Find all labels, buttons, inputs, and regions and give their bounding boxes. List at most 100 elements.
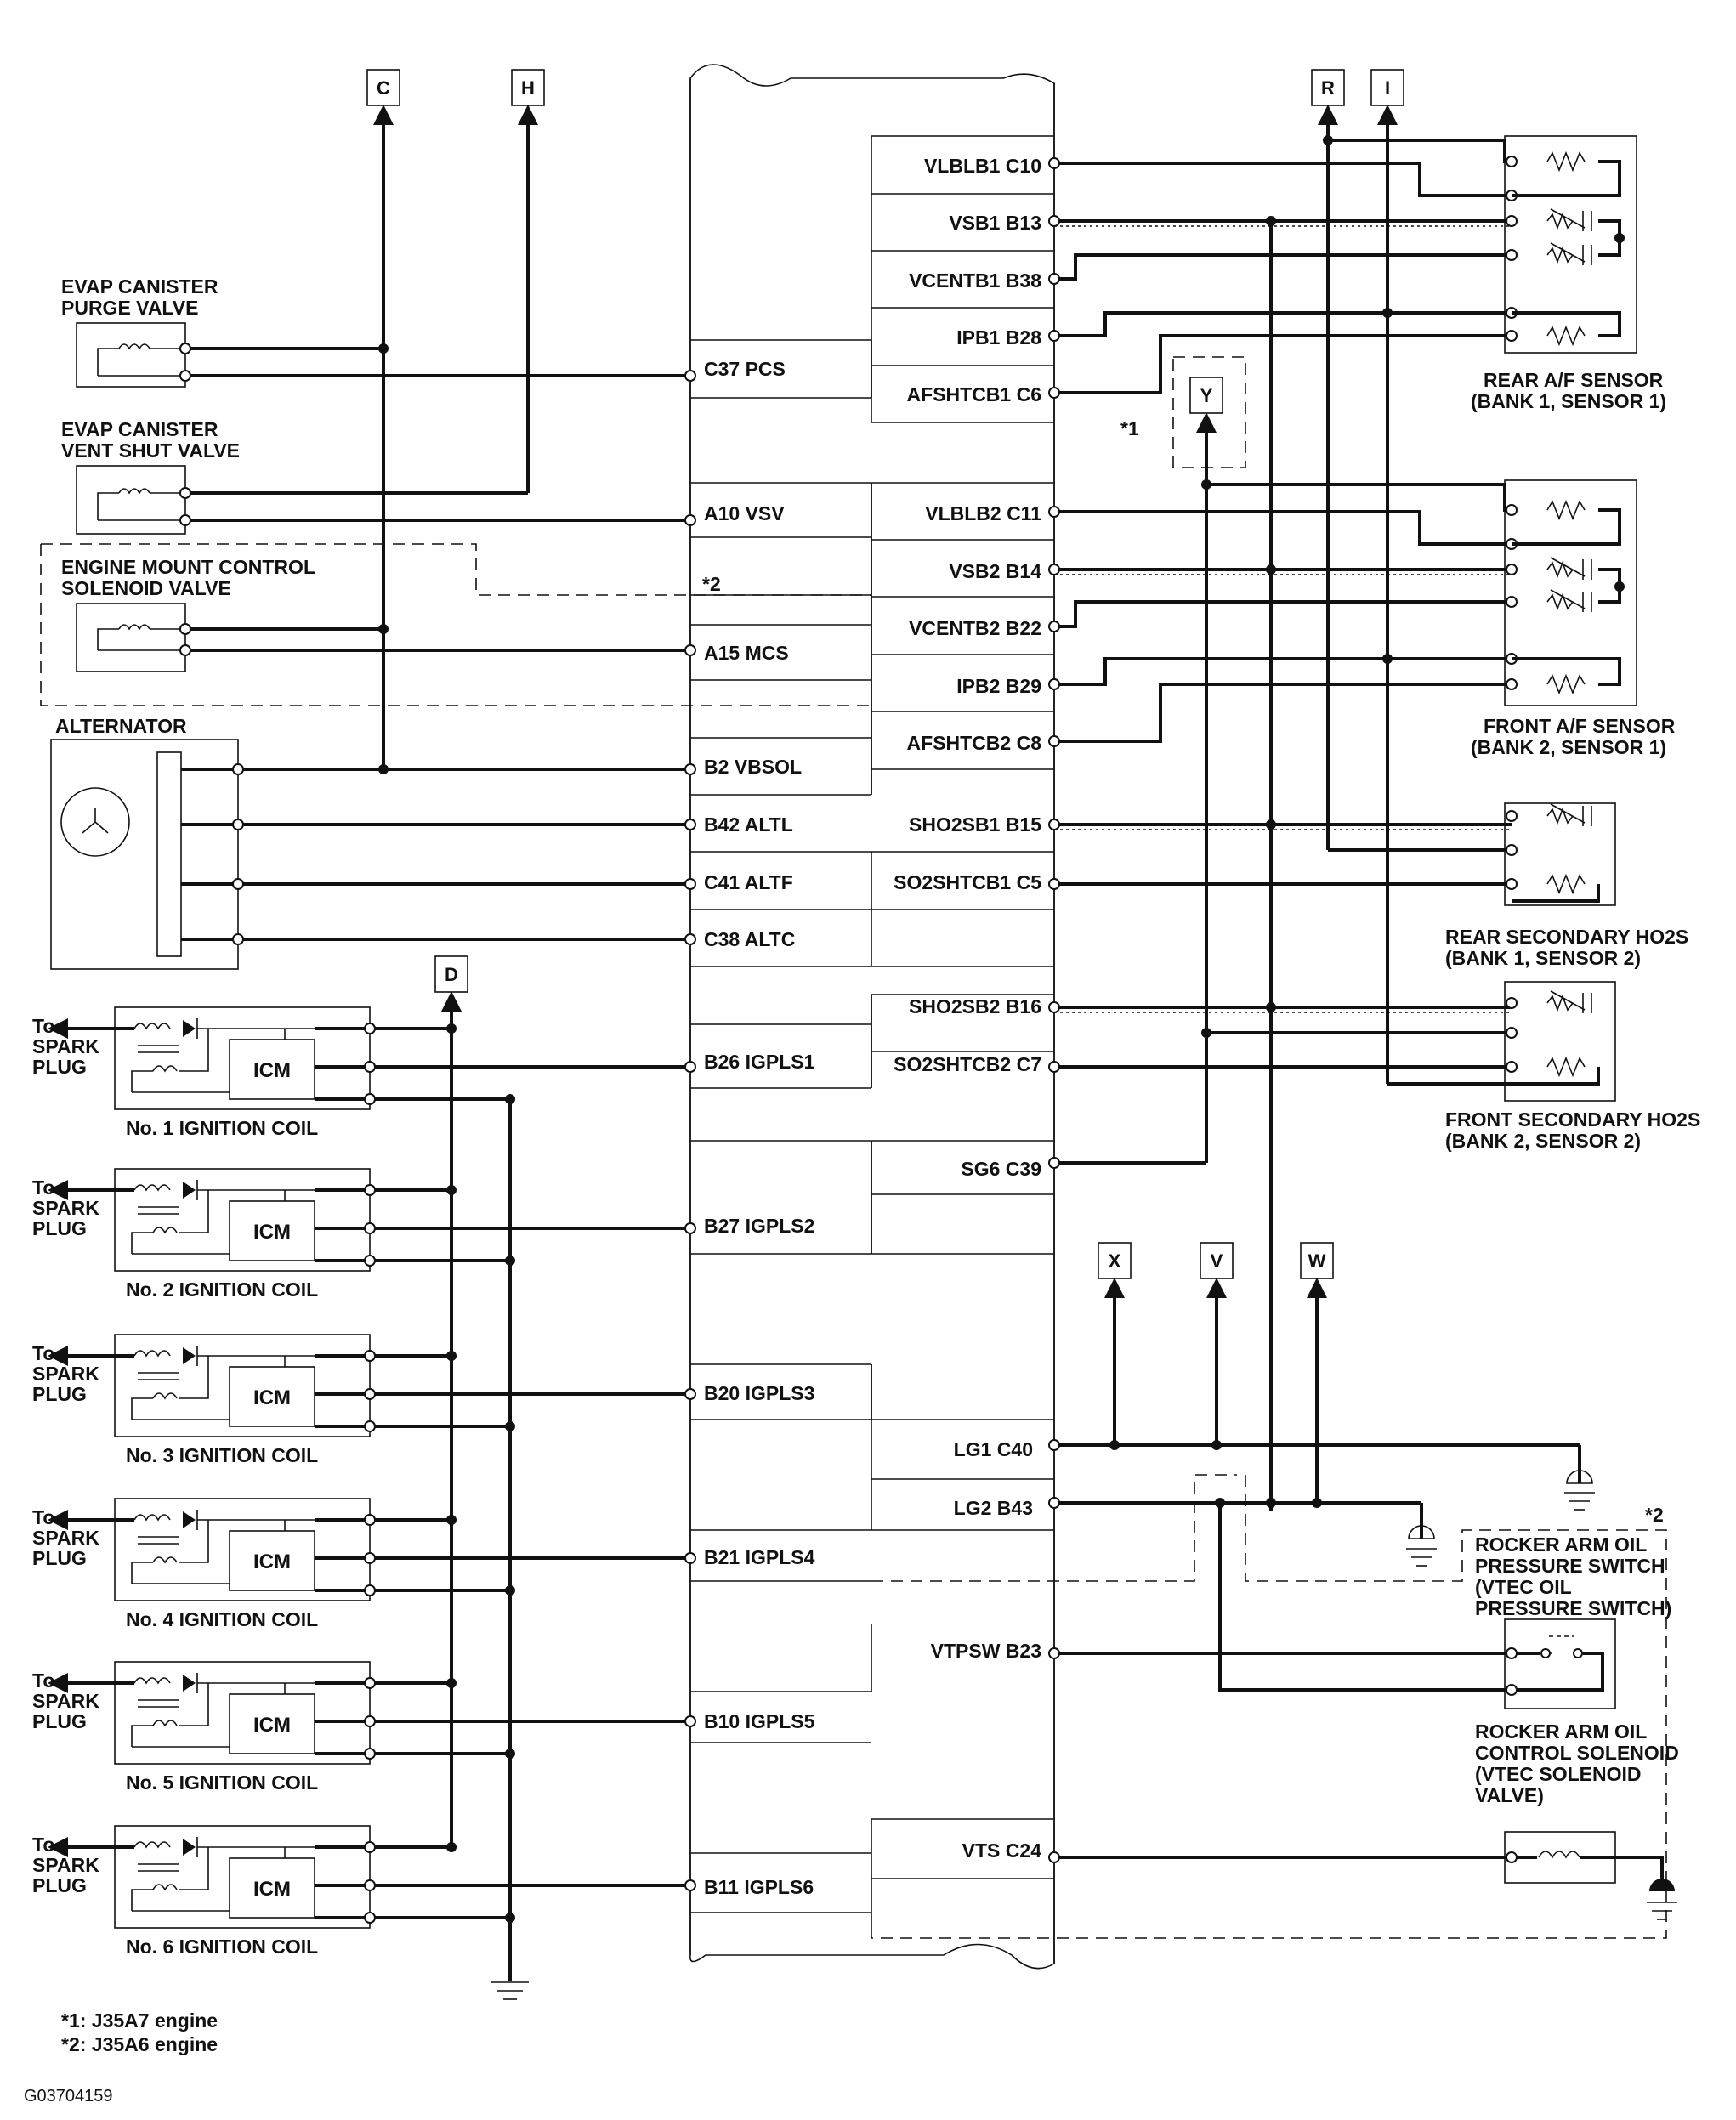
ground-icon (1647, 1879, 1677, 1920)
sensor-cell-icon (1546, 589, 1592, 612)
connector-y: Y *1 (1120, 356, 1246, 468)
alternator-icon (60, 787, 130, 857)
to-spark-plug-label: SPARK (32, 1854, 99, 1876)
pin-c40: LG1 C40 (954, 1438, 1033, 1460)
pin-c7: SO2SHTCB2 C7 (894, 1053, 1041, 1075)
connector-d: D (434, 955, 468, 993)
rear-af-label-2: (BANK 1, SENSOR 1) (1471, 390, 1666, 412)
resistor-icon (1546, 1056, 1586, 1078)
coil-icon (152, 1556, 178, 1564)
coil-icon (133, 1350, 171, 1358)
svg-text:R: R (1321, 77, 1335, 99)
diode-icon (183, 1182, 196, 1199)
coil-icon (152, 1392, 178, 1400)
coil-icon (118, 488, 150, 495)
diode-icon (183, 1020, 196, 1037)
pin-b15: SHO2SB1 B15 (909, 813, 1041, 836)
coil-icon (133, 1023, 171, 1030)
pin-b16: SHO2SB2 B16 (909, 995, 1041, 1017)
to-spark-plug-label: PLUG (32, 1547, 87, 1569)
rear-af-label-1: REAR A/F SENSOR (1484, 369, 1664, 391)
rocker-sol-label-4: VALVE) (1475, 1784, 1544, 1806)
rocker-switch-label-1: ROCKER ARM OIL (1475, 1533, 1647, 1556)
coil-icon (133, 1841, 171, 1849)
coil-icon (133, 1184, 171, 1192)
coil-icon (133, 1514, 171, 1522)
to-spark-plug-label: SPARK (32, 1197, 99, 1219)
resistor-icon (1546, 673, 1586, 695)
to-spark-plug-label: To (32, 1834, 54, 1856)
coil-icon (118, 343, 150, 350)
coil-icon (152, 1720, 178, 1727)
connector-v: V (1200, 1242, 1234, 1279)
evap-vent-label-2: VENT SHUT VALVE (61, 439, 240, 462)
mount-label-1: ENGINE MOUNT CONTROL (61, 556, 315, 578)
to-spark-plug-label: To (32, 1506, 54, 1528)
sensor-cell-icon (1546, 242, 1592, 265)
diode-icon (183, 1347, 196, 1364)
star2-marker-mount: *2 (702, 573, 721, 595)
coil-icon (152, 1884, 178, 1891)
coil-label: No. 1 IGNITION COIL (126, 1117, 318, 1139)
pin-b38: VCENTB1 B38 (909, 269, 1041, 292)
coil-label: No. 2 IGNITION COIL (126, 1278, 318, 1301)
evap-vent-label-1: EVAP CANISTER (61, 418, 218, 440)
left-pin-labels: C37 PCS A10 VSV A15 MCS B2 VBSOL B42 ALT… (704, 358, 815, 1898)
pin-a10: A10 VSV (704, 502, 785, 524)
icm-label: ICM (253, 1878, 291, 1901)
coil-icon (133, 1677, 171, 1685)
rocker-sol-label-1: ROCKER ARM OIL (1475, 1720, 1647, 1743)
pin-c10: VLBLB1 C10 (924, 155, 1041, 177)
alternator: ALTERNATOR (50, 715, 239, 970)
evap-purge-valve: EVAP CANISTER PURGE VALVE (61, 275, 218, 388)
star1-marker: *1 (1120, 417, 1139, 439)
connector-x: X (1098, 1242, 1132, 1279)
pin-b42: B42 ALTL (704, 813, 793, 836)
left-junctions (179, 343, 696, 945)
connector-w: W (1300, 1242, 1334, 1279)
coil-icon (1538, 1851, 1580, 1859)
connector-c: C (366, 69, 400, 106)
pin-b26: B26 IGPLS1 (704, 1051, 815, 1073)
pin-c41: C41 ALTF (704, 871, 793, 893)
svg-text:I: I (1385, 77, 1390, 99)
to-spark-plug-label: PLUG (32, 1710, 87, 1732)
svg-text:D: D (445, 964, 458, 985)
footnote-2: *2: J35A6 engine (61, 2033, 218, 2055)
to-spark-plug-label: To (32, 1015, 54, 1037)
diode-icon (183, 1675, 196, 1692)
svg-text:C: C (377, 77, 390, 99)
rocker-sol-label-3: (VTEC SOLENOID (1475, 1763, 1642, 1785)
to-spark-plug-label: SPARK (32, 1690, 99, 1712)
coil-label: No. 6 IGNITION COIL (126, 1936, 318, 1958)
resistor-icon (1546, 499, 1586, 521)
icm-label: ICM (253, 1386, 291, 1409)
ground-icon (1406, 1525, 1437, 1567)
icm-label: ICM (253, 1059, 291, 1082)
evap-purge-label-2: PURGE VALVE (61, 297, 198, 319)
resistor-icon (1546, 325, 1586, 347)
pin-c37: C37 PCS (704, 358, 786, 380)
coil-icon (152, 1065, 178, 1073)
pin-b28: IPB1 B28 (956, 326, 1041, 349)
pin-b27: B27 IGPLS2 (704, 1215, 814, 1237)
svg-text:Y: Y (1200, 385, 1213, 406)
pin-c8: AFSHTCB2 C8 (907, 732, 1042, 754)
pin-b2: B2 VBSOL (704, 756, 802, 778)
icm-label: ICM (253, 1714, 291, 1737)
pin-a15: A15 MCS (704, 642, 789, 664)
sensor-cell-icon (1546, 803, 1592, 826)
pin-b22: VCENTB2 B22 (909, 617, 1041, 639)
sensor-cell-icon (1546, 557, 1592, 580)
connector-i: I (1370, 69, 1404, 106)
coil-icon (118, 624, 150, 631)
rear-ho2s-label-1: REAR SECONDARY HO2S (1445, 926, 1688, 948)
right-pin-grid (871, 135, 1054, 1938)
to-spark-plug-label: SPARK (32, 1035, 99, 1057)
mount-label-2: SOLENOID VALVE (61, 577, 231, 599)
